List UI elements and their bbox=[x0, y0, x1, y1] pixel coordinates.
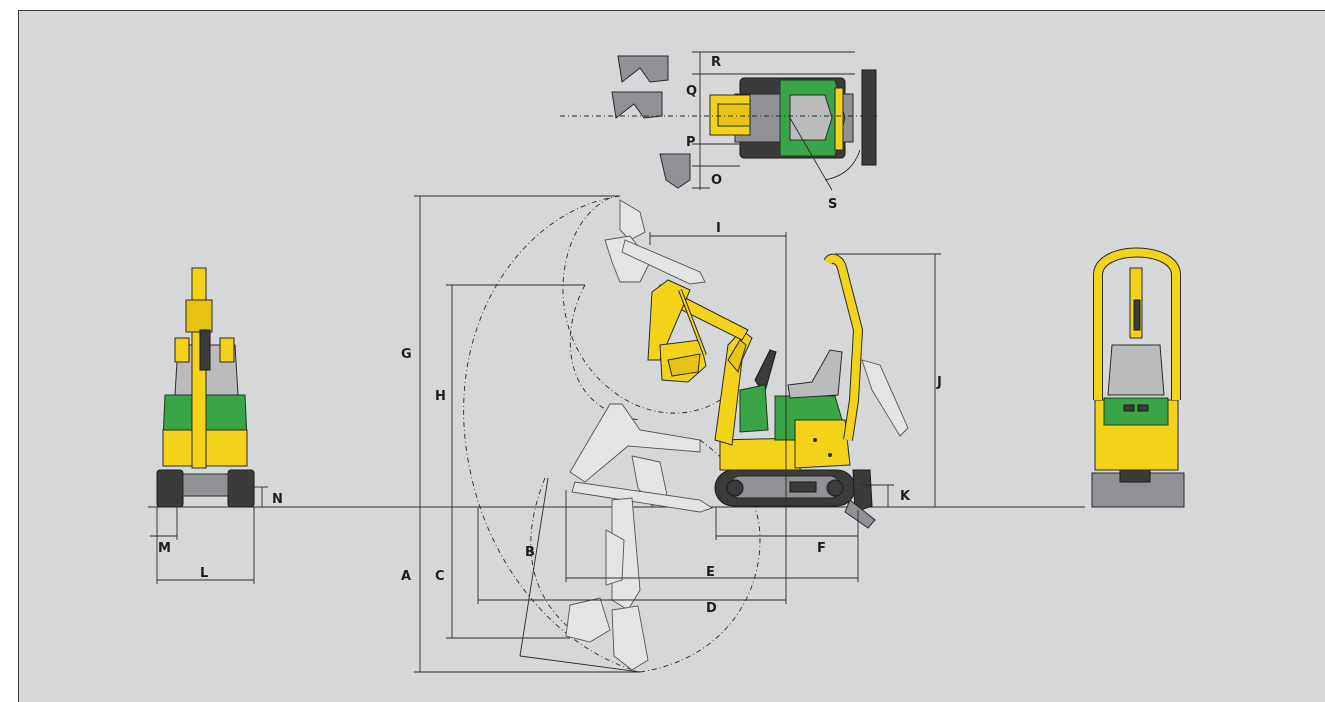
label-S: S bbox=[828, 197, 837, 212]
top-view bbox=[560, 55, 880, 189]
label-O: O bbox=[711, 173, 722, 188]
label-Q: Q bbox=[686, 84, 697, 99]
label-K: K bbox=[900, 489, 911, 504]
label-D: D bbox=[706, 601, 717, 616]
label-F: F bbox=[817, 541, 826, 556]
rear-view bbox=[1091, 247, 1185, 508]
side-view bbox=[647, 253, 909, 529]
label-L: L bbox=[200, 566, 208, 581]
label-C: C bbox=[435, 569, 445, 584]
dimension-lines bbox=[150, 51, 941, 673]
label-B: B bbox=[525, 545, 535, 560]
label-P: P bbox=[686, 135, 696, 150]
label-N: N bbox=[272, 492, 283, 507]
front-view bbox=[156, 267, 255, 508]
label-E: E bbox=[706, 565, 715, 580]
label-M: M bbox=[158, 541, 171, 556]
label-H: H bbox=[435, 389, 446, 404]
label-R: R bbox=[711, 55, 721, 70]
label-I: I bbox=[716, 221, 721, 236]
ghost-arm-positions bbox=[565, 199, 714, 671]
label-A: A bbox=[401, 569, 411, 584]
label-G: G bbox=[401, 347, 412, 362]
dimension-labels: G A H C B D E F I J K L M N O P Q R S bbox=[158, 55, 942, 616]
label-J: J bbox=[936, 375, 942, 390]
